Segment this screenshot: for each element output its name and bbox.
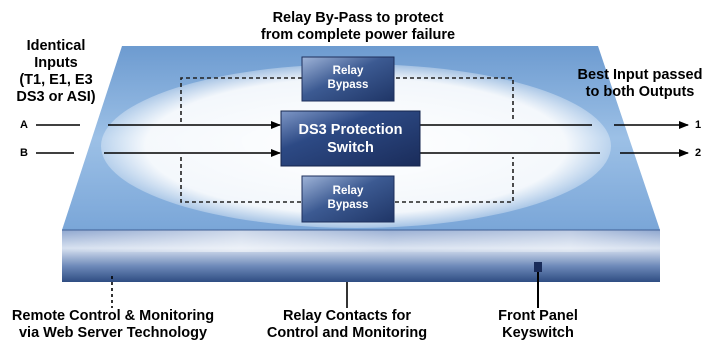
input-port-a-label: A [20, 119, 28, 131]
input-port-b-label: B [20, 147, 28, 159]
relay-bypass-bottom-label: Relay Bypass [302, 184, 394, 212]
remote-control-label: Remote Control & Monitoring via Web Serv… [0, 308, 226, 342]
relay-contacts-line2: Control and Monitoring [266, 325, 428, 341]
front-panel-line2: Keyswitch [502, 325, 574, 341]
relay-contacts-line1: Relay Contacts for [282, 308, 412, 324]
outputs-label-line2: to both Outputs [585, 84, 695, 100]
inputs-label-line1: Identical [26, 38, 86, 54]
remote-control-line2: via Web Server Technology [18, 325, 208, 341]
protection-switch-line2: Switch [327, 140, 374, 156]
top-label-line1: Relay By-Pass to protect [272, 10, 444, 26]
protection-switch-box [280, 110, 421, 167]
keyswitch-icon [534, 262, 542, 272]
relay-contacts-label: Relay Contacts for Control and Monitorin… [252, 308, 442, 342]
relay-bypass-top-line1: Relay [332, 65, 364, 77]
relay-bypass-bottom-line2: Bypass [327, 199, 369, 211]
inputs-label-line2: Inputs [34, 55, 78, 71]
front-panel-shine [62, 230, 660, 252]
inputs-label: Identical Inputs (T1, E1, E3 DS3 or ASI) [0, 38, 112, 106]
relay-bypass-top-line2: Bypass [327, 79, 369, 91]
outputs-label: Best Input passed to both Outputs [566, 67, 714, 101]
relay-bypass-bottom-box [301, 175, 395, 223]
outputs-label-line1: Best Input passed [577, 67, 703, 83]
relay-bypass-bottom-line1: Relay [332, 185, 364, 197]
output-port-2-label: 2 [695, 147, 702, 159]
top-label: Relay By-Pass to protect from complete p… [208, 10, 508, 44]
top-label-line2: from complete power failure [260, 27, 456, 43]
protection-switch-line1: DS3 Protection [298, 122, 403, 138]
relay-bypass-top-box [301, 56, 395, 102]
inputs-label-line4: DS3 or ASI) [16, 89, 96, 105]
front-panel-line1: Front Panel [498, 308, 578, 324]
remote-control-line1: Remote Control & Monitoring [11, 308, 215, 324]
front-panel-label: Front Panel Keyswitch [476, 308, 600, 342]
relay-bypass-top-label: Relay Bypass [302, 64, 394, 92]
output-port-1-label: 1 [695, 119, 702, 131]
inputs-label-line3: (T1, E1, E3 [19, 72, 93, 88]
protection-switch-label: DS3 Protection Switch [281, 121, 420, 157]
